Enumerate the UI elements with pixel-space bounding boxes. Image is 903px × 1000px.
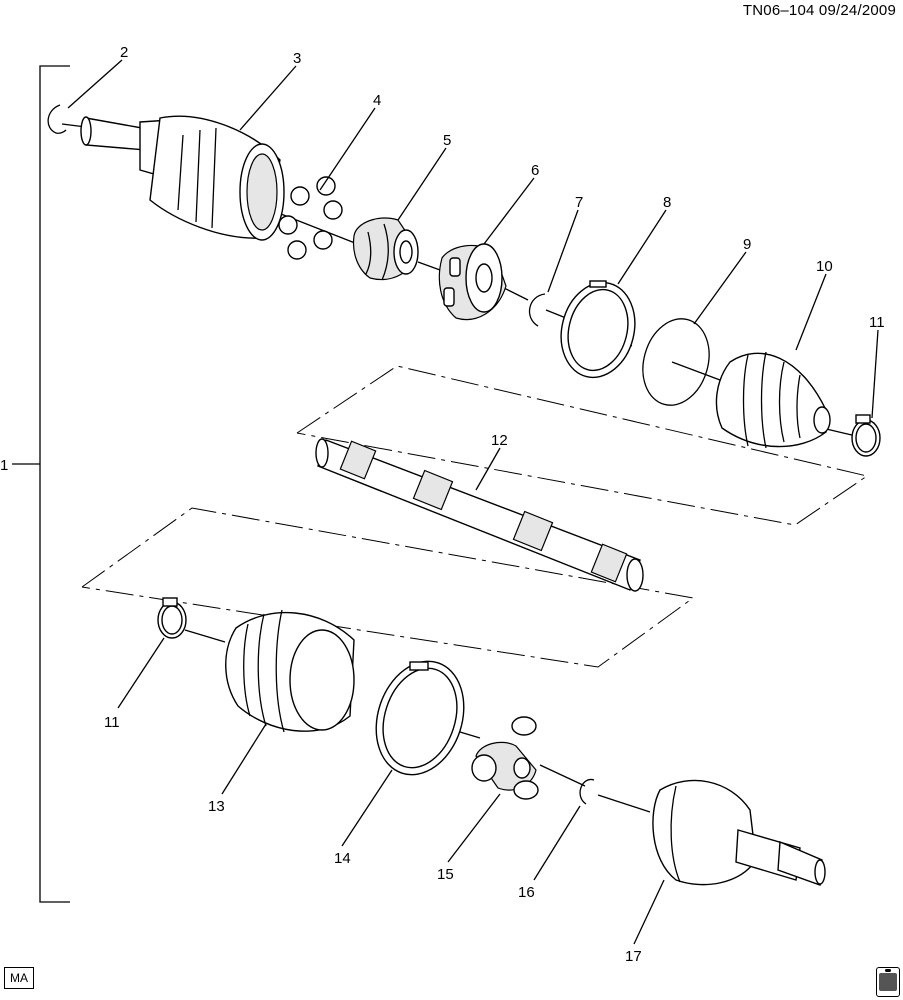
callout-16: 16 — [518, 884, 535, 901]
part-11-clamp-lower — [157, 597, 187, 639]
part-17-inner-housing — [652, 779, 826, 886]
callout-15: 15 — [437, 866, 454, 883]
part-8-clamp-band — [560, 280, 636, 379]
part-7-snap-ring — [528, 293, 546, 327]
callout-11-lower: 11 — [104, 714, 120, 731]
part-14-clamp-band — [375, 660, 465, 776]
callout-13: 13 — [208, 798, 225, 815]
logo-dot — [885, 969, 891, 972]
logo-square — [879, 973, 897, 991]
part-16-snap-ring — [579, 778, 595, 805]
callout-6: 6 — [531, 162, 539, 179]
callout-10: 10 — [816, 258, 833, 275]
part-4-balls — [278, 176, 343, 260]
callout-3: 3 — [293, 50, 301, 67]
ma-badge: MA — [4, 967, 34, 989]
callout-14: 14 — [334, 850, 351, 867]
part-11-clamp-upper — [851, 414, 881, 457]
part-6-cage — [438, 243, 507, 320]
callout-1: 1 — [0, 457, 8, 474]
callout-8: 8 — [663, 194, 671, 211]
callout-leaders — [67, 59, 879, 945]
part-9-wire-ring — [642, 318, 710, 406]
part-13-boot — [225, 609, 355, 733]
part-15-tripod — [471, 716, 539, 800]
part-5-inner-race — [352, 217, 419, 281]
callout-9: 9 — [743, 236, 751, 253]
callout-12: 12 — [491, 432, 508, 449]
assembly-bracket — [12, 65, 70, 903]
part-12-shaft — [315, 438, 644, 592]
lower-phantom-panel — [81, 507, 695, 668]
part-3-outer-housing — [80, 115, 285, 241]
callout-5: 5 — [443, 132, 451, 149]
callout-7: 7 — [575, 194, 583, 211]
upper-phantom-panel — [296, 365, 869, 526]
document-id: TN06–104 09/24/2009 — [742, 2, 896, 19]
part-2-snap-ring — [47, 104, 67, 134]
callout-2: 2 — [120, 44, 128, 61]
part-10-boot — [715, 351, 831, 449]
callout-11-upper: 11 — [869, 314, 885, 331]
callout-17: 17 — [625, 948, 642, 965]
gm-spo-logo-icon — [876, 967, 900, 997]
callout-4: 4 — [373, 92, 381, 109]
